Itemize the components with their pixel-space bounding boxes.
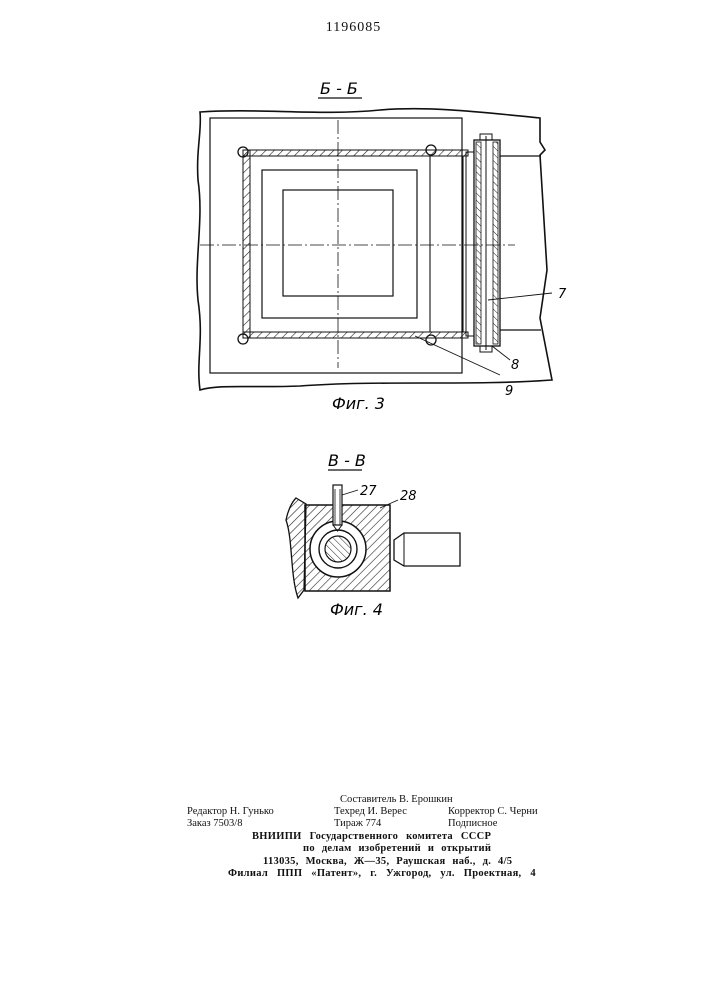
callout-27: 27 bbox=[360, 484, 377, 499]
imprint-circulation: Тираж 774 bbox=[334, 818, 381, 830]
leader-9 bbox=[415, 336, 500, 375]
set-screw-27 bbox=[333, 485, 342, 525]
imprint-address: 113035, Москва, Ж—35, Раушская наб., д. … bbox=[263, 856, 512, 868]
flange-gap bbox=[466, 152, 474, 336]
imprint-editor: Редактор Н. Гунько bbox=[187, 806, 274, 818]
housing-wall-bottom bbox=[243, 332, 468, 338]
housing-wall-left bbox=[243, 150, 250, 338]
imprint-org-line2: по делам изобретений и открытий bbox=[303, 843, 491, 855]
housing-wall-top bbox=[243, 150, 468, 156]
imprint-order: Заказ 7503/8 bbox=[187, 818, 242, 830]
flange-hatch-left bbox=[476, 142, 481, 344]
callout-28: 28 bbox=[400, 489, 417, 504]
figure-4-caption: Фиг. 4 bbox=[330, 600, 383, 619]
imprint-org-line1: ВНИИПИ Государственного комитета СССР bbox=[252, 831, 491, 843]
callout-8: 8 bbox=[511, 358, 519, 373]
leader-8 bbox=[492, 346, 510, 360]
shaft-core bbox=[325, 536, 351, 562]
imprint-corrector: Корректор С. Черни bbox=[448, 806, 538, 818]
flange-hatch-right bbox=[493, 142, 498, 344]
section-label-v: В - В bbox=[328, 451, 366, 470]
leader-27 bbox=[342, 490, 358, 495]
imprint-branch: Филиал ППП «Патент», г. Ужгород, ул. Про… bbox=[228, 868, 536, 880]
callout-7: 7 bbox=[558, 287, 567, 302]
figure-3-caption: Фиг. 3 bbox=[332, 394, 385, 413]
section-label-b: Б - Б bbox=[320, 79, 358, 98]
imprint-subscription: Подписное bbox=[448, 818, 497, 830]
imprint-techred: Техред И. Верес bbox=[334, 806, 407, 818]
left-wall bbox=[286, 498, 306, 598]
callout-9: 9 bbox=[505, 384, 513, 399]
imprint-compiler: Составитель В. Ерошкин bbox=[340, 794, 453, 806]
figure-3 bbox=[197, 98, 552, 413]
